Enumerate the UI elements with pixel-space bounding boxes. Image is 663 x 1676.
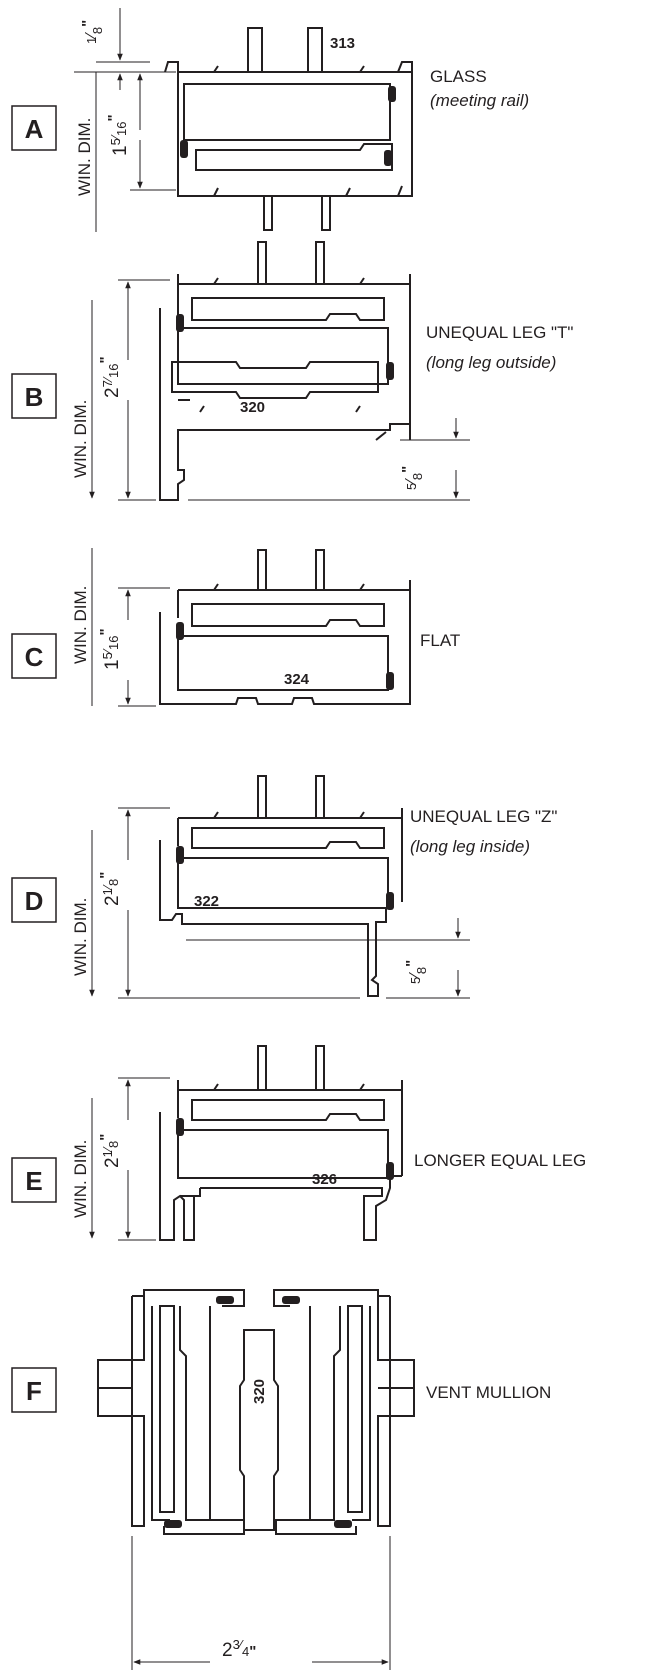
profile-vent-mullion: 320: [97, 1289, 415, 1535]
section-c: C 324 15⁄16" WIN. DIM. FLAT: [11, 548, 460, 707]
dim-d-2: 5⁄8": [186, 918, 470, 999]
profile-324: 324: [159, 549, 411, 705]
panel-label-box-b: [11, 373, 57, 419]
svg-text:1⁄8": 1⁄8": [79, 20, 105, 44]
svg-text:WIN. DIM.: WIN. DIM.: [75, 118, 94, 196]
panel-label-box-e: [11, 1157, 57, 1203]
svg-text:WIN. DIM.: WIN. DIM.: [71, 898, 90, 976]
win-dim-d: WIN. DIM.: [71, 830, 95, 997]
svg-text:21⁄8": 21⁄8": [97, 1134, 123, 1168]
panel-label-box-a: [11, 105, 57, 151]
part-number-c: 324: [284, 671, 310, 688]
win-dim-e: WIN. DIM.: [71, 1098, 95, 1239]
svg-text:5⁄8": 5⁄8": [399, 466, 425, 490]
section-a: A 313: [11, 8, 529, 232]
svg-text:27⁄16": 27⁄16": [97, 356, 123, 398]
part-number-a: 313: [330, 35, 355, 52]
label-f: VENT MULLION: [426, 1383, 551, 1402]
svg-text:WIN. DIM.: WIN. DIM.: [71, 1140, 90, 1218]
panel-label-box-f: [11, 1367, 57, 1413]
part-number-d: 322: [194, 893, 219, 910]
panel-label-f: F: [26, 1376, 42, 1406]
part-number-b: 320: [240, 399, 265, 416]
dim-e-1: 21⁄8": [97, 1077, 170, 1241]
section-f: F 320: [11, 1289, 551, 1670]
section-e: E 326 21⁄8" WIN. DIM.: [11, 1045, 586, 1241]
panel-label-d: D: [25, 886, 44, 916]
panel-label-a: A: [25, 114, 44, 144]
svg-text:21⁄8": 21⁄8": [97, 872, 123, 906]
dim-a-1: 1⁄8": [74, 8, 150, 90]
label-d: UNEQUAL LEG "Z": [410, 807, 557, 826]
section-b: B 320 27⁄16": [11, 241, 573, 501]
dim-a-2: 15⁄16": [105, 71, 176, 191]
svg-text:23⁄4": 23⁄4": [222, 1637, 256, 1661]
part-number-f: 320: [251, 1379, 268, 1404]
win-dim-b: WIN. DIM.: [71, 300, 95, 499]
label-e: LONGER EQUAL LEG: [414, 1151, 586, 1170]
panel-label-b: B: [25, 382, 44, 412]
dim-b-1: 27⁄16": [97, 279, 170, 501]
section-d: D 322 21⁄8" WIN. DIM.: [11, 775, 557, 999]
sublabel-d: (long leg inside): [410, 837, 530, 856]
profile-322: 322: [159, 775, 403, 997]
dim-c-1: 15⁄16": [97, 587, 170, 707]
panel-label-box-c: [11, 633, 57, 679]
label-b: UNEQUAL LEG "T": [426, 323, 573, 342]
svg-text:5⁄8": 5⁄8": [403, 960, 429, 984]
profile-326: 326: [159, 1045, 403, 1241]
svg-text:15⁄16": 15⁄16": [105, 114, 131, 156]
dim-b-2: 5⁄8": [188, 418, 470, 501]
dim-d-1: 21⁄8": [97, 807, 360, 999]
svg-text:WIN. DIM.: WIN. DIM.: [71, 586, 90, 664]
panel-label-e: E: [25, 1166, 42, 1196]
svg-text:WIN. DIM.: WIN. DIM.: [71, 400, 90, 478]
sublabel-a: (meeting rail): [430, 91, 529, 110]
svg-text:15⁄16": 15⁄16": [97, 628, 123, 670]
label-a: GLASS: [430, 67, 487, 86]
profile-313: 313: [164, 27, 413, 231]
sublabel-b: (long leg outside): [426, 353, 556, 372]
profile-320: 320: [159, 241, 411, 501]
panel-label-c: C: [25, 642, 44, 672]
panel-label-box-d: [11, 877, 57, 923]
part-number-e: 326: [312, 1171, 337, 1188]
dim-f-1: 23⁄4": [131, 1536, 391, 1670]
label-c: FLAT: [420, 631, 460, 650]
win-dim-c: WIN. DIM.: [71, 548, 93, 706]
win-dim-a: WIN. DIM.: [75, 72, 97, 232]
